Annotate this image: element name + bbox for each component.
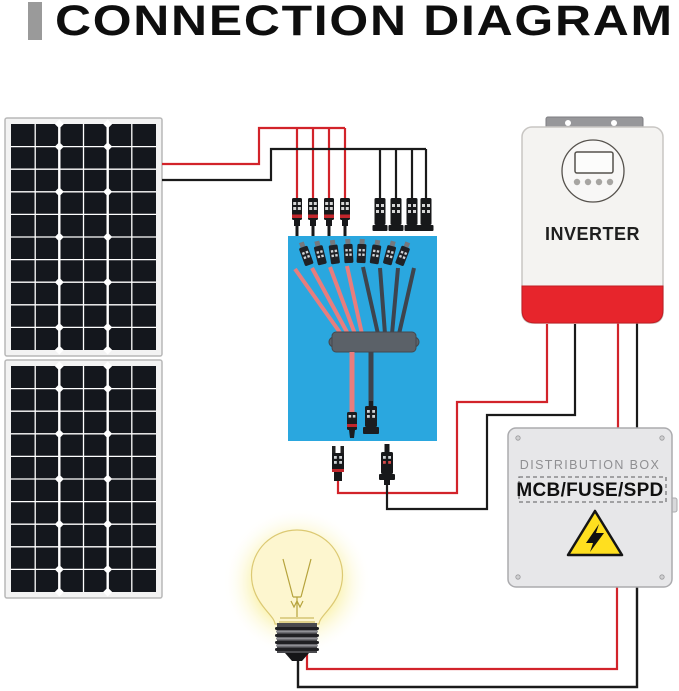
wire-distbox-to-bulb-positive [305, 586, 619, 671]
inverter-unit [521, 116, 664, 324]
output-mc4-connector-positive [332, 446, 344, 481]
high-voltage-warning-icon [566, 509, 624, 557]
inverter-accent-panel [521, 285, 664, 324]
page-header: CONNECTION DIAGRAM [28, 0, 672, 43]
output-mc4-connector-negative [379, 444, 395, 485]
branch-connector-panel [288, 236, 437, 441]
solar-panel-bottom [3, 358, 164, 600]
wire-branch-to-inverter-positive [336, 324, 549, 495]
mc4-connectors-negative-row [372, 198, 434, 231]
mc4-connectors-positive-row [292, 198, 350, 236]
inverter-buttons [573, 178, 614, 186]
distribution-box-body [507, 427, 673, 588]
bulb-screw-base [275, 623, 319, 661]
y-branch-input-connectors [298, 238, 411, 266]
distribution-box-screws [515, 435, 665, 580]
distribution-box-unit [507, 427, 678, 588]
wire-distbox-to-bulb-negative [296, 586, 639, 689]
y-branch-output-connector-negative [363, 401, 379, 434]
y-branch-wires [293, 265, 416, 336]
solar-panel-top [3, 116, 164, 358]
pv-positive-wire [162, 126, 347, 199]
inverter-display-screen [574, 151, 614, 174]
light-bulb [223, 508, 371, 661]
title-accent-bar [28, 2, 42, 40]
pv-negative-wire [162, 147, 428, 199]
y-branch-junction-block [328, 331, 420, 353]
bulb-filament [279, 558, 315, 623]
y-branch-output-connector-positive [347, 412, 357, 438]
wire-branch-to-inverter-negative [385, 324, 577, 511]
distribution-box-label-frame [518, 476, 667, 503]
page-title: CONNECTION DIAGRAM [55, 0, 674, 45]
